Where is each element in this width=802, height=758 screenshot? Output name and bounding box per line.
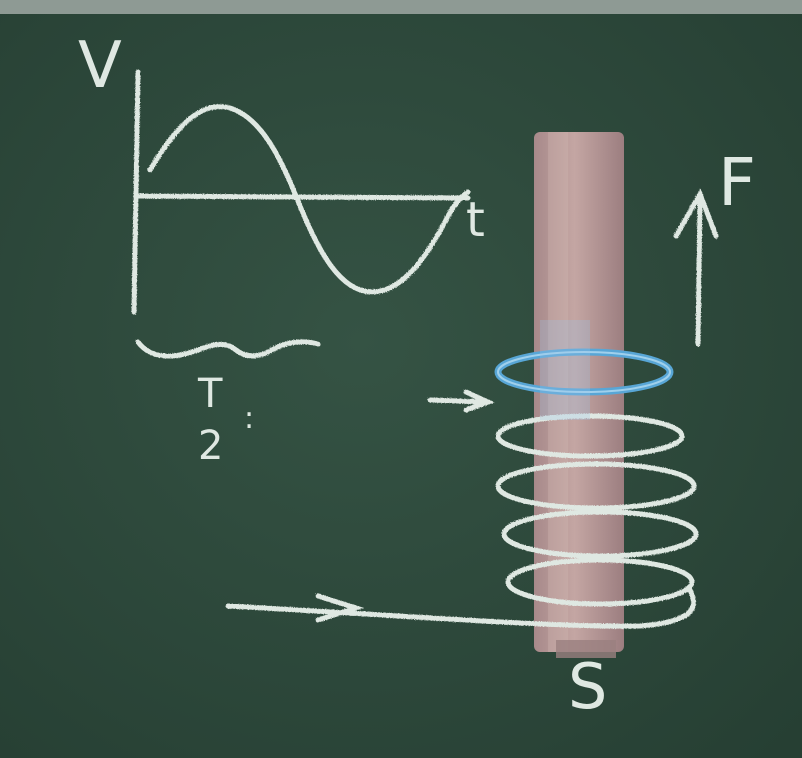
- force-label: F: [718, 144, 756, 221]
- half-period-colon: :: [244, 401, 255, 436]
- coil-turn: [495, 461, 697, 511]
- voltage-axis: [131, 69, 141, 315]
- coil-turn: [505, 557, 695, 607]
- south-pole-label: S: [568, 650, 608, 723]
- pointer-arrow-head: [463, 389, 495, 413]
- half-period-denominator: 2: [198, 423, 224, 469]
- time-axis: [133, 193, 471, 201]
- coil-turn: [501, 509, 699, 559]
- coil-turn: [495, 413, 685, 459]
- top-edge-strip: [0, 0, 802, 14]
- force-arrow-shaft: [695, 197, 703, 347]
- highlighted-ring: [494, 320, 674, 420]
- half-period-label: T 2 :: [186, 374, 256, 474]
- pointer-arrow-shaft: [427, 397, 489, 405]
- sine-wave: [147, 104, 471, 295]
- half-period-numerator: T: [198, 371, 223, 417]
- coil: [225, 413, 699, 629]
- current-direction-arrow: [315, 593, 365, 623]
- voltage-axis-label: V: [78, 29, 122, 103]
- time-axis-label: t: [466, 192, 485, 248]
- half-period-brace: [135, 339, 321, 359]
- force-arrow-head: [673, 188, 719, 239]
- voltage-time-graph: [131, 69, 471, 359]
